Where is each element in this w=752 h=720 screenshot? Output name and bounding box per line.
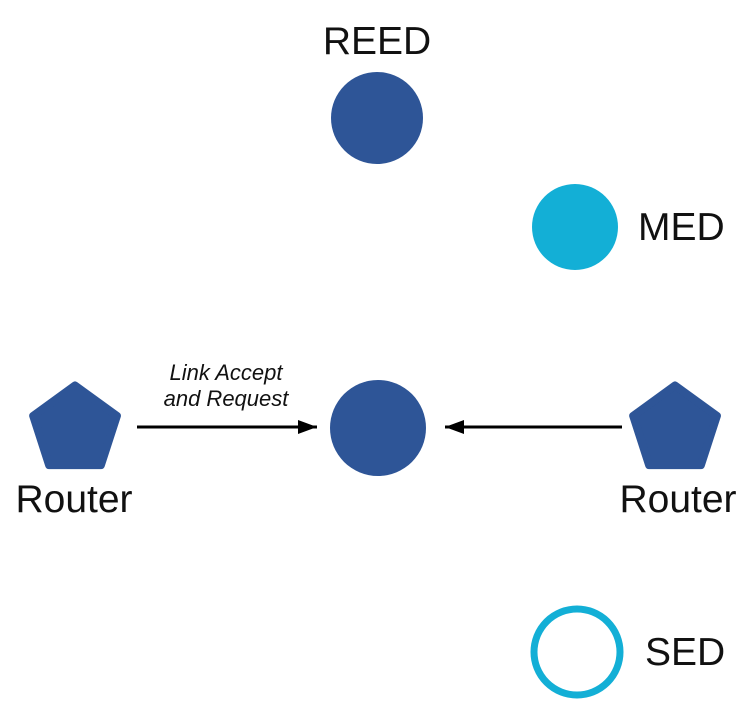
reed-node-label: REED bbox=[322, 20, 432, 63]
sed-node-label: SED bbox=[645, 631, 726, 674]
router-right-icon bbox=[629, 381, 721, 470]
sed-node-icon bbox=[530, 605, 624, 699]
edge-label-line-1: Link Accept bbox=[169, 360, 283, 385]
edge-label-line-2: and Request bbox=[163, 386, 289, 411]
router-left-icon bbox=[29, 381, 121, 470]
router-left-label: Router bbox=[15, 478, 133, 521]
reed-node-icon bbox=[331, 72, 423, 164]
med-node-label: MED bbox=[638, 206, 725, 249]
med-node-icon bbox=[532, 184, 618, 270]
router-right-label: Router bbox=[619, 478, 737, 521]
center-node-icon bbox=[330, 380, 426, 476]
left-arrow-edge-label: Link Accept and Request bbox=[164, 360, 289, 412]
